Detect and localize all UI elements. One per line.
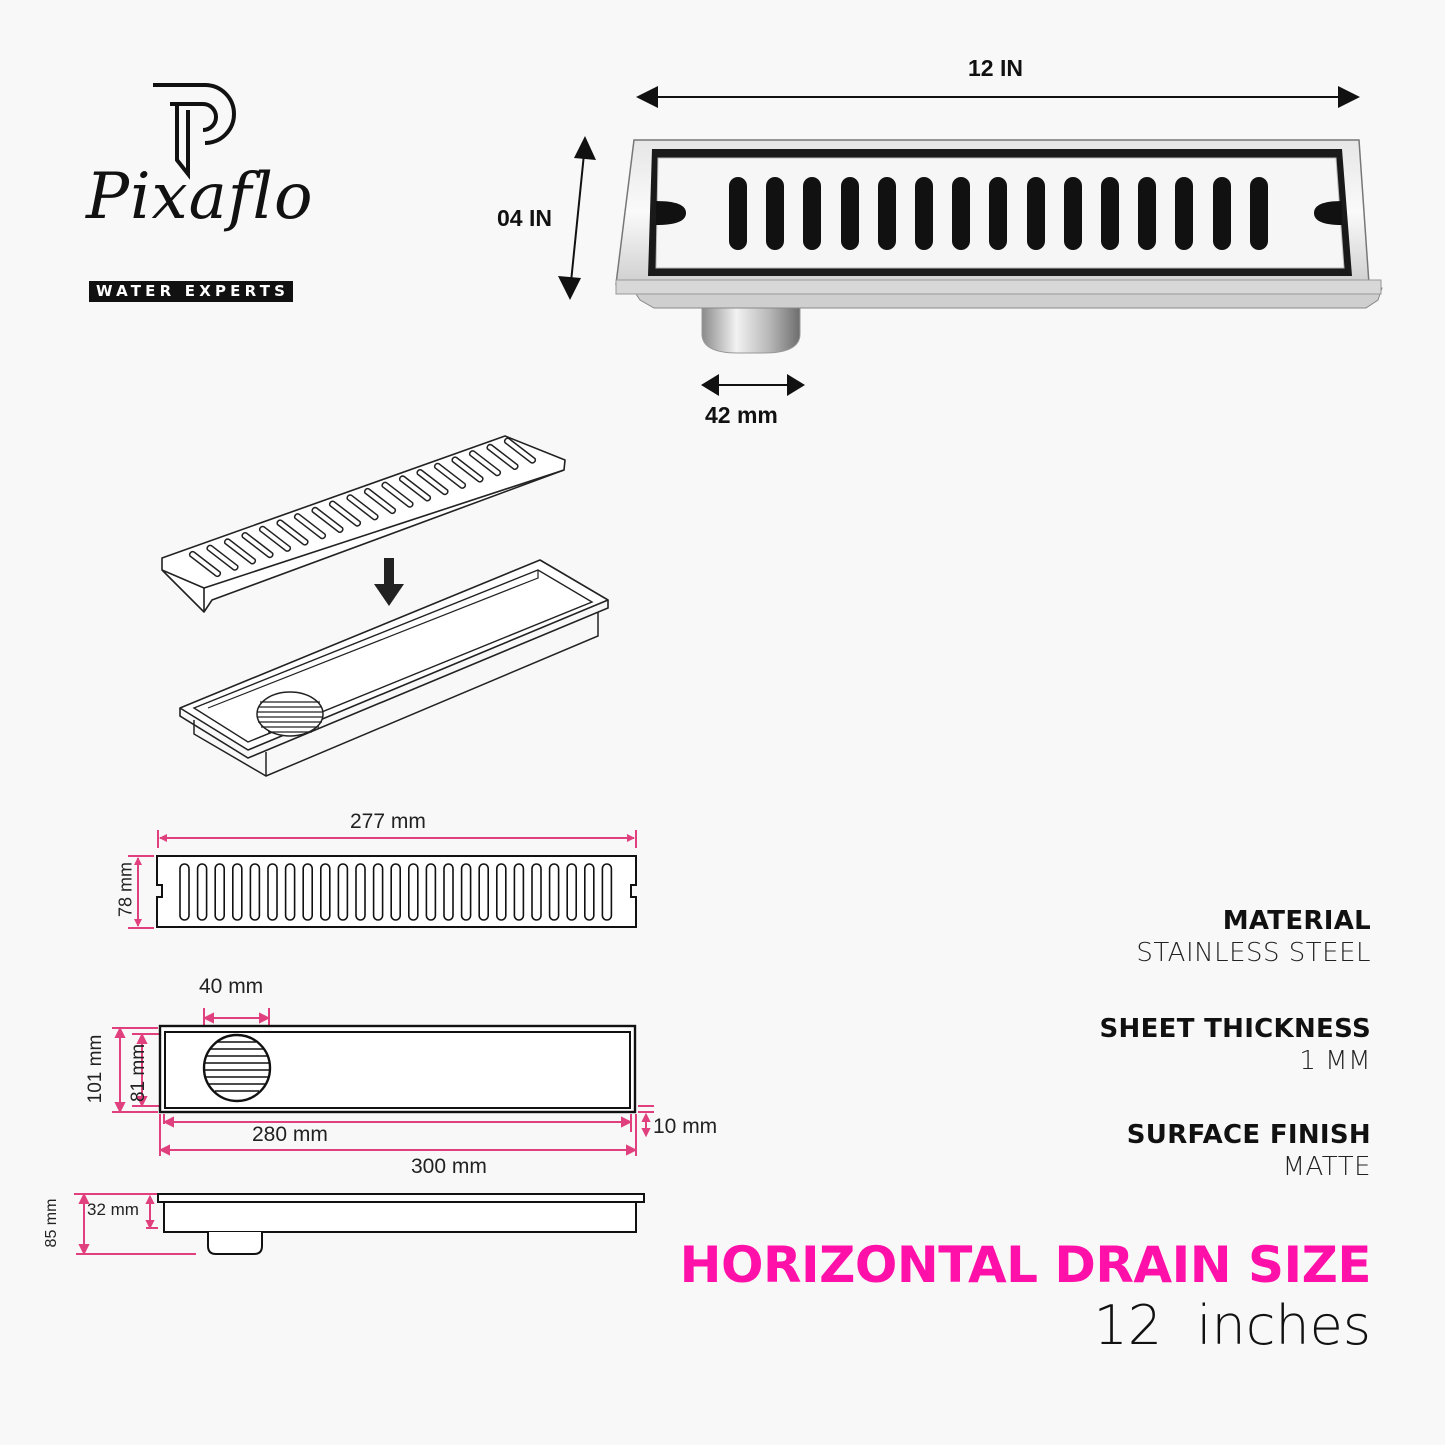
height-label: 04 IN — [497, 205, 552, 231]
spec-sheet-thickness: SHEET THICKNESS 1 MM — [1100, 1014, 1372, 1076]
flange-label: 10 mm — [653, 1115, 718, 1138]
photo-slot — [1175, 177, 1194, 250]
total-depth-label: 85 mm — [43, 1198, 60, 1248]
down-arrow-icon — [374, 558, 404, 606]
drain-body-isometric — [179, 559, 609, 777]
photo-slot — [1249, 177, 1268, 250]
photo-slot — [1026, 177, 1045, 250]
photo-slot — [915, 177, 933, 250]
outer-height-label: 101 mm — [85, 1034, 106, 1104]
drain-size-value: 12 inches — [1093, 1294, 1371, 1357]
height-dimension-arrow — [558, 136, 596, 300]
photo-slot — [952, 177, 971, 250]
width-label: 12 IN — [968, 55, 1023, 81]
spec-surface-finish: SURFACE FINISH MATTE — [1127, 1120, 1371, 1182]
spec-title: SHEET THICKNESS — [1099, 1014, 1371, 1044]
grate-width-dimension — [157, 830, 637, 848]
outlet-dimension-arrow — [701, 374, 805, 396]
spec-material: MATERIAL STAINLESS STEEL — [1136, 906, 1371, 968]
spec-title: SURFACE FINISH — [1126, 1120, 1371, 1150]
grate-isometric — [161, 435, 566, 613]
outlet-diameter-label: 40 mm — [199, 975, 264, 998]
photo-slot — [1063, 177, 1082, 250]
body-top-plan — [112, 1008, 654, 1156]
spec-value: 1 MM — [1299, 1046, 1371, 1076]
grate-height-label: 78 mm — [115, 862, 136, 918]
spec-value: MATTE — [1282, 1152, 1371, 1182]
photo-slot — [729, 177, 747, 250]
drain-size-block: HORIZONTAL DRAIN SIZE 12 inches — [679, 1236, 1372, 1357]
body-side-elevation — [74, 1192, 645, 1256]
p-monogram-icon — [153, 83, 236, 180]
grate-plan — [156, 855, 637, 928]
body-depth-label: 32 mm — [87, 1200, 139, 1219]
spec-value: STAINLESS STEEL — [1136, 938, 1371, 968]
photo-slot — [1212, 177, 1231, 250]
brand-name: Pixaflo — [86, 160, 314, 234]
spec-title: MATERIAL — [1222, 906, 1371, 936]
photo-slot — [1138, 177, 1157, 250]
outer-length-label: 300 mm — [411, 1155, 487, 1178]
width-dimension-arrow — [636, 86, 1360, 108]
photo-slot — [803, 177, 822, 250]
photo-slot — [1101, 177, 1119, 250]
inner-length-label: 280 mm — [252, 1123, 328, 1146]
brand-tagline: WATER EXPERTS — [89, 281, 294, 302]
drain-size-title: HORIZONTAL DRAIN SIZE — [679, 1236, 1372, 1294]
photo-slot — [989, 177, 1008, 250]
grate-width-label: 277 mm — [350, 810, 426, 833]
outlet-label: 42 mm — [705, 402, 778, 428]
grate-height-dimension — [128, 855, 154, 929]
inner-height-label: 81 mm — [128, 1043, 149, 1103]
photo-slot — [877, 177, 896, 250]
photo-slot — [766, 177, 785, 250]
photo-slot — [840, 177, 859, 250]
